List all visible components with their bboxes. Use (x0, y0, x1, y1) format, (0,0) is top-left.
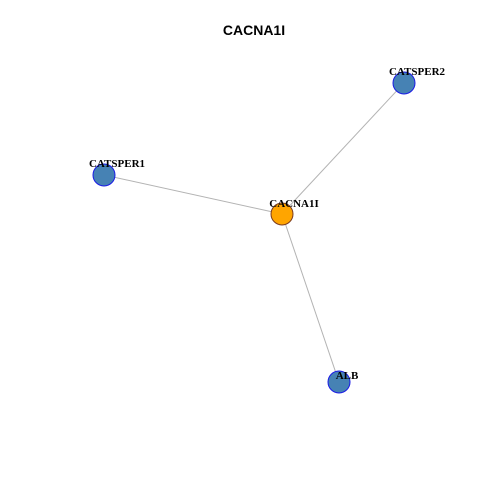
node-alb[interactable] (327, 370, 351, 394)
edge-cacna1i-catsper2 (281, 82, 405, 215)
diagram-title: CACNA1I (223, 22, 285, 38)
node-label-catsper2: CATSPER2 (389, 66, 446, 78)
node-label-cacna1i: CACNA1I (269, 198, 319, 210)
nodes-layer (92, 71, 416, 394)
node-label-catsper1: CATSPER1 (89, 158, 145, 170)
node-catsper1[interactable] (92, 163, 116, 187)
edge-cacna1i-catsper1 (103, 174, 283, 215)
node-catsper2[interactable] (392, 71, 416, 95)
node-label-alb: ALB (336, 370, 359, 382)
node-cacna1i[interactable] (270, 202, 294, 226)
edges-layer (103, 82, 405, 383)
edge-cacna1i-alb (281, 213, 340, 383)
